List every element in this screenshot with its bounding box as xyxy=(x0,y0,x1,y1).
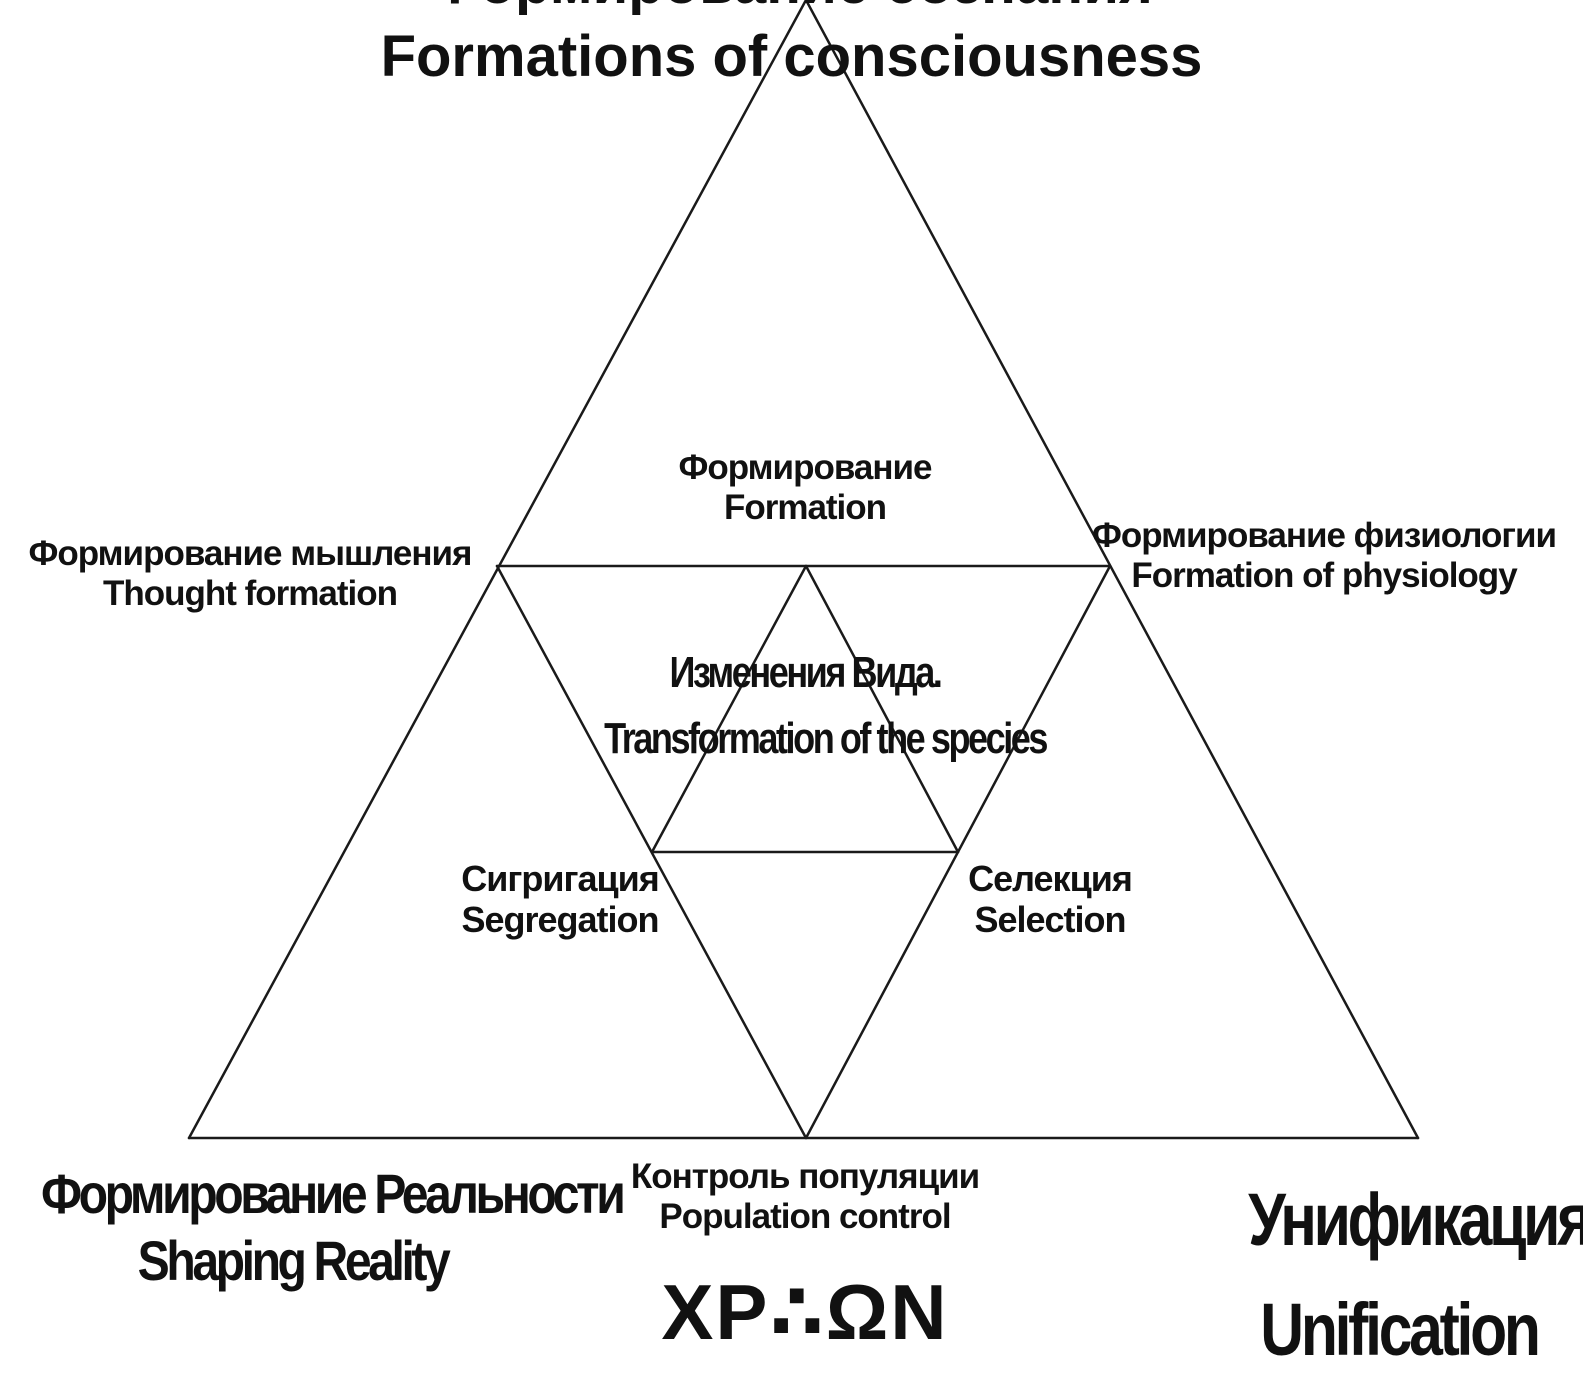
segregation-label: Сигригация Segregation xyxy=(430,858,690,941)
outer-triangle-right-edge xyxy=(804,0,1420,1140)
center-label-ru: Изменения Вида. xyxy=(669,648,943,697)
population-control-label-ru: Контроль популяции xyxy=(630,1157,980,1196)
left-vertex-label-en: Thought formation xyxy=(102,574,398,614)
population-control-label-en: Population control xyxy=(659,1197,951,1237)
right-vertex-label-ru: Формирование физиологии xyxy=(1091,516,1557,555)
inner-triangle-right-edge xyxy=(804,564,960,854)
segregation-label-ru: Сигригация xyxy=(461,858,660,899)
title-en: Formations of consciousness xyxy=(380,23,1203,89)
bottom-right-label-en: Unification xyxy=(1260,1287,1541,1371)
right-vertex-label-en: Formation of physiology xyxy=(1131,556,1517,596)
symbol-mark: XP∴ΩN xyxy=(661,1268,949,1356)
bottom-left-label-ru: Формирование Реальности xyxy=(40,1162,626,1225)
selection-label: Селекция Selection xyxy=(930,858,1170,941)
bottom-left-label-en: Shaping Reality xyxy=(137,1229,451,1293)
center-label-en: Transformation of the species xyxy=(604,714,1048,763)
apex-label-en: Formation xyxy=(723,488,887,528)
title-ru: Формирование сознания xyxy=(0,0,1583,21)
apex-label: Формирование Formation xyxy=(640,448,970,529)
selection-label-en: Selection xyxy=(974,899,1126,941)
bottom-right-label: Унификация Unification xyxy=(1248,1165,1583,1384)
bottom-right-label-ru: Унификация xyxy=(1248,1178,1583,1261)
left-vertex-label: Формирование мышления Thought formation xyxy=(0,534,500,615)
diagram-title: Формирование сознания Formations of cons… xyxy=(0,0,1583,93)
inner-triangle-left-edge xyxy=(650,564,808,854)
center-label: Изменения Вида. Transformation of the sp… xyxy=(604,640,1048,772)
bottom-left-label: Формирование Реальности Shaping Reality xyxy=(40,1160,626,1294)
segregation-label-en: Segregation xyxy=(461,899,659,941)
apex-label-ru: Формирование xyxy=(678,448,933,487)
population-control-label: Контроль популяции Population control xyxy=(570,1157,1040,1238)
selection-label-ru: Селекция xyxy=(968,858,1133,899)
right-vertex-label: Формирование физиологии Formation of phy… xyxy=(1065,516,1583,597)
left-vertex-label-ru: Формирование мышления xyxy=(28,534,473,573)
